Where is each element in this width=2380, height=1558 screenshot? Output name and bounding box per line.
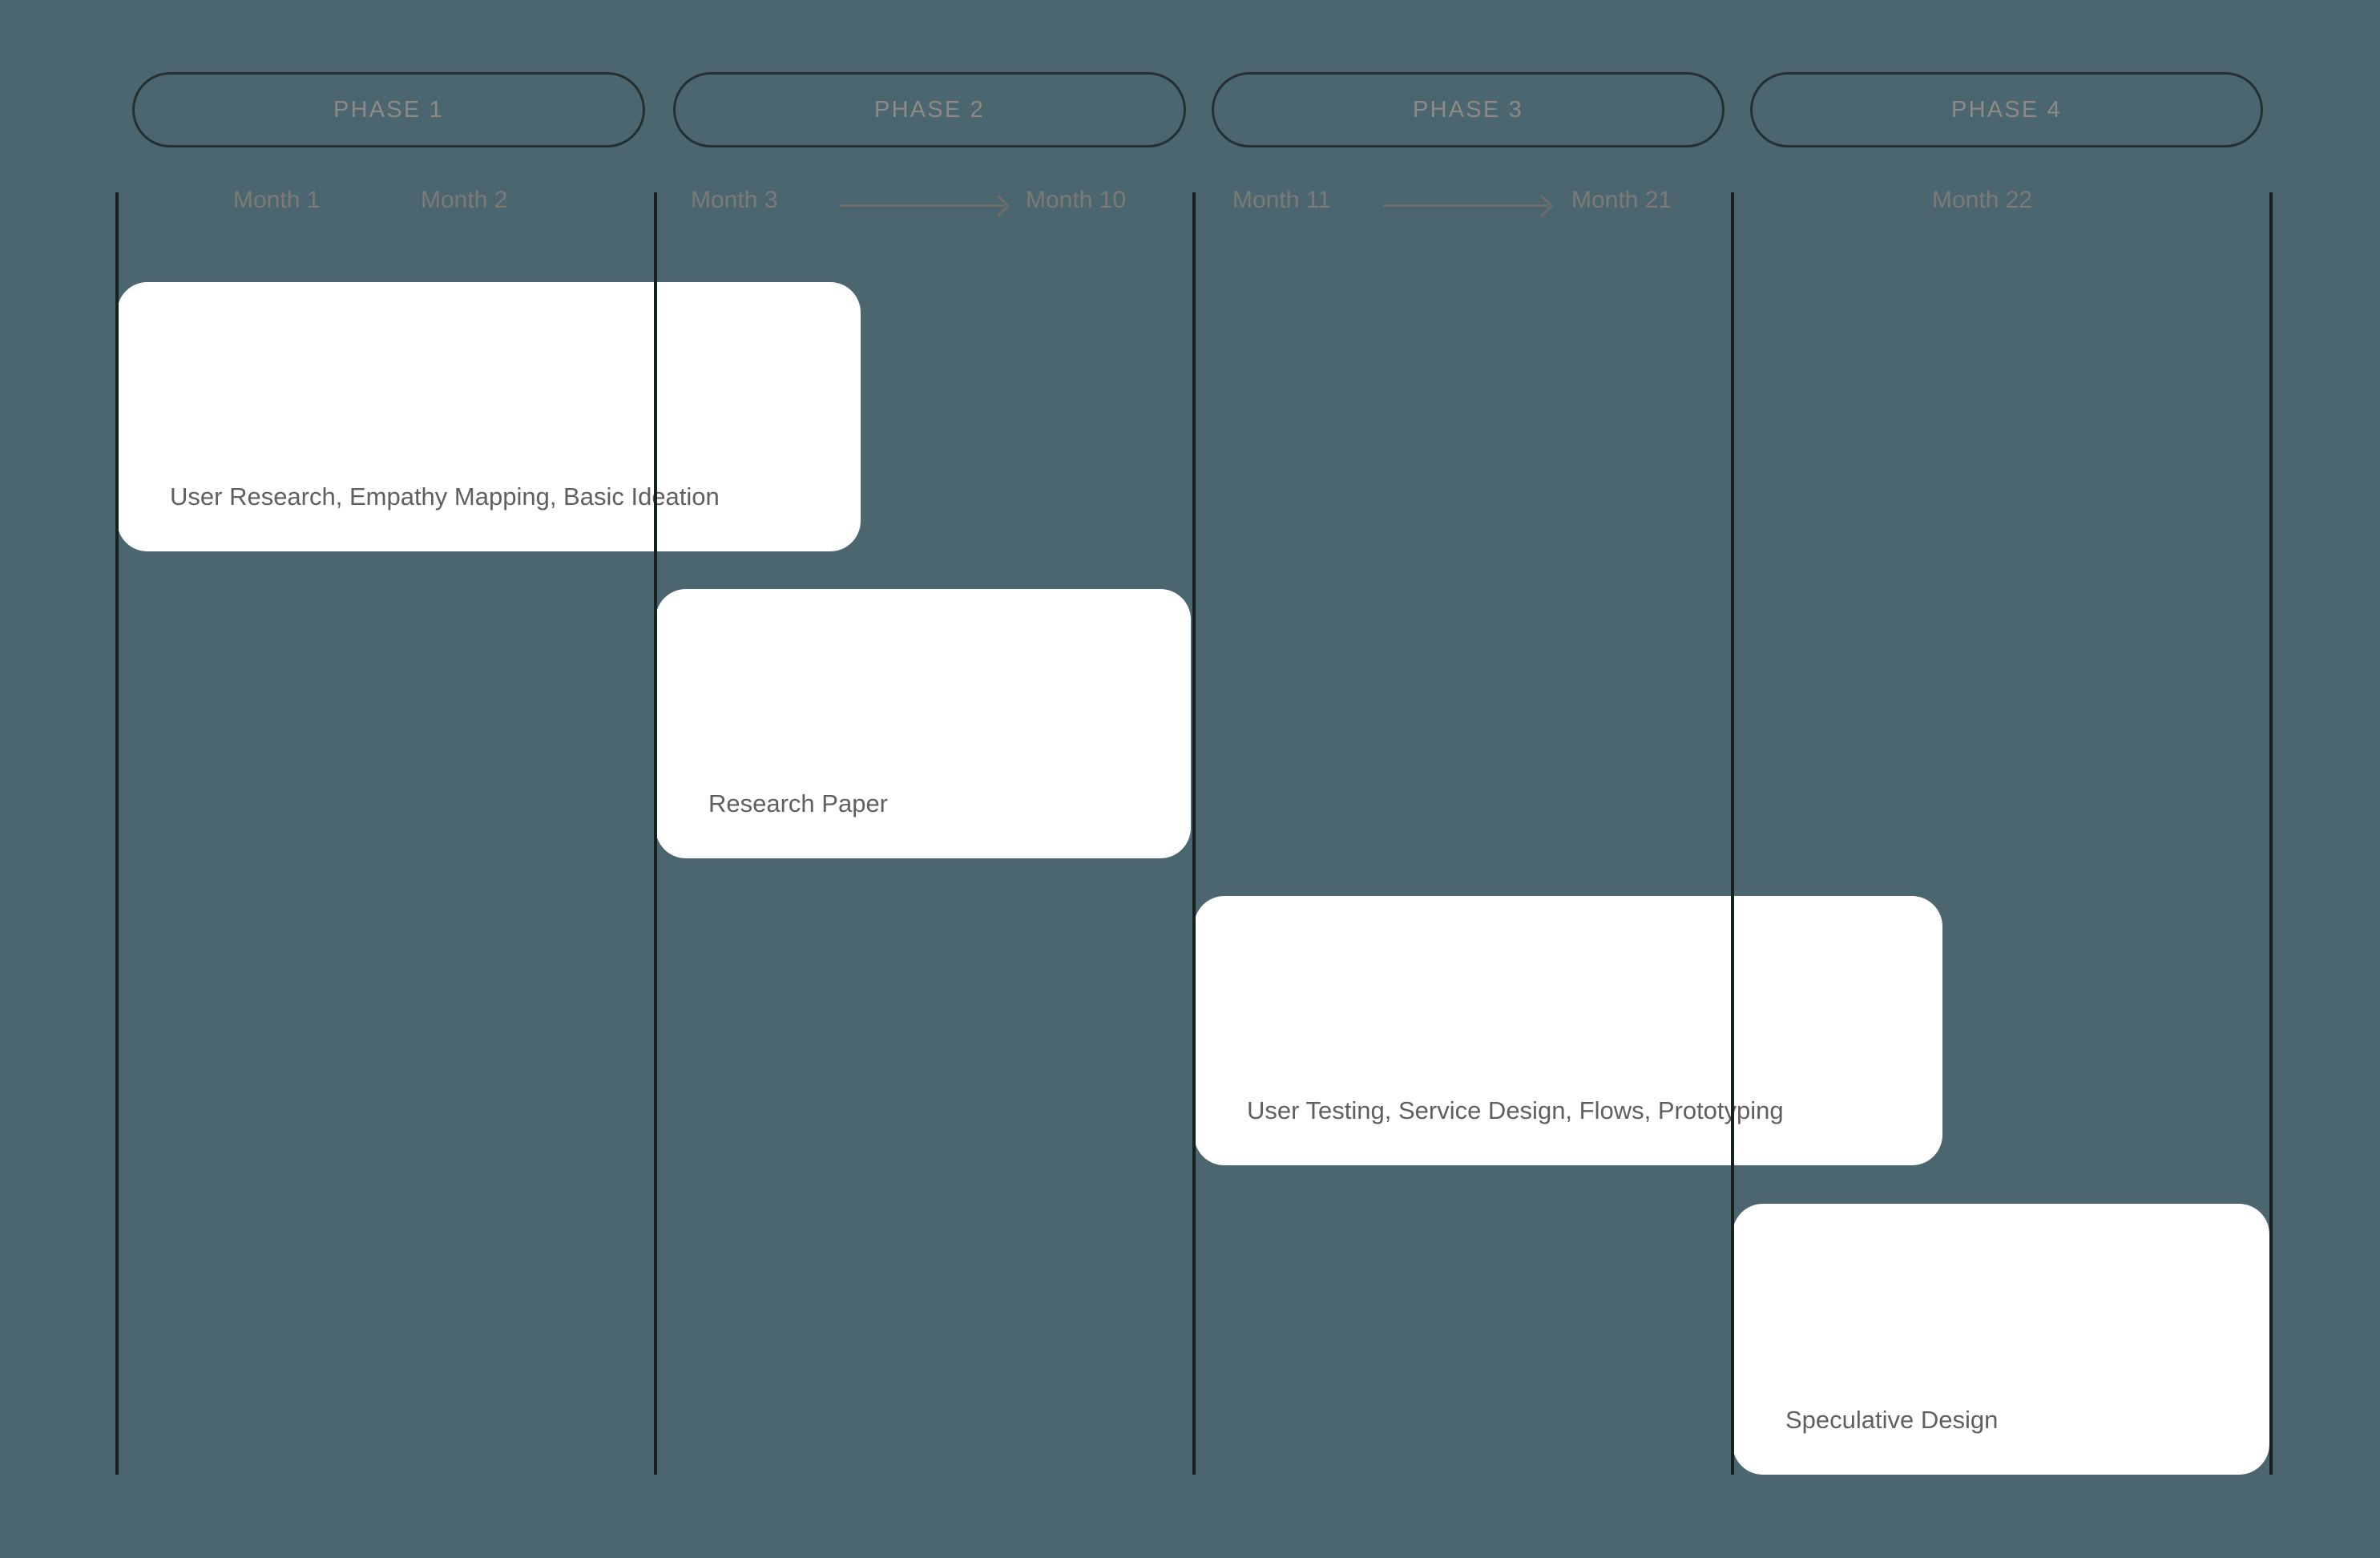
phase-pill-label: PHASE 3 xyxy=(1413,96,1523,123)
phase-pill-label: PHASE 2 xyxy=(874,96,985,123)
task-card[interactable]: User Research, Empathy Mapping, Basic Id… xyxy=(117,282,861,551)
phase-pill-label: PHASE 4 xyxy=(1951,96,2062,123)
phase-pill-3[interactable]: PHASE 3 xyxy=(1212,72,1724,147)
task-card-label: Research Paper xyxy=(708,789,889,817)
month-label: Month 1 xyxy=(233,187,321,213)
phase-divider-line-5 xyxy=(2269,192,2273,1475)
arrow-shaft xyxy=(840,204,1005,207)
phase-pill-label: PHASE 1 xyxy=(333,96,444,123)
month-range-arrow-icon xyxy=(1383,194,1554,218)
task-card-label: User Testing, Service Design, Flows, Pro… xyxy=(1247,1096,1784,1124)
month-label: Month 10 xyxy=(1026,187,1127,213)
task-card-label: User Research, Empathy Mapping, Basic Id… xyxy=(170,482,720,511)
phase-header-row: PHASE 1 PHASE 2 PHASE 3 PHASE 4 xyxy=(0,0,2380,160)
month-label: Month 11 xyxy=(1232,187,1331,213)
month-label-band: Month 1 Month 2 Month 3 Month 10 Month 11 Mon… xyxy=(0,183,2380,228)
arrow-head xyxy=(986,194,1010,218)
month-label: Month 21 xyxy=(1571,187,1672,213)
month-label: Month 3 xyxy=(691,187,778,213)
month-range-arrow-icon xyxy=(840,194,1010,218)
month-label: Month 2 xyxy=(421,187,508,213)
phase-divider-line-1 xyxy=(115,192,119,1475)
arrow-shaft xyxy=(1383,204,1548,207)
phase-divider-line-4 xyxy=(1731,192,1734,1475)
phase-pill-2[interactable]: PHASE 2 xyxy=(673,72,1186,147)
arrow-head xyxy=(1530,194,1554,218)
task-card[interactable]: Research Paper xyxy=(656,589,1191,858)
phase-pill-4[interactable]: PHASE 4 xyxy=(1750,72,2263,147)
task-card[interactable]: User Testing, Service Design, Flows, Pro… xyxy=(1194,896,1942,1165)
phase-divider-line-3 xyxy=(1192,192,1196,1475)
task-card-label: Speculative Design xyxy=(1785,1406,1999,1434)
phase-pill-1[interactable]: PHASE 1 xyxy=(132,72,645,147)
phase-divider-line-2 xyxy=(654,192,657,1475)
task-card[interactable]: Speculative Design xyxy=(1733,1204,2269,1475)
month-label: Month 22 xyxy=(1932,187,2033,213)
